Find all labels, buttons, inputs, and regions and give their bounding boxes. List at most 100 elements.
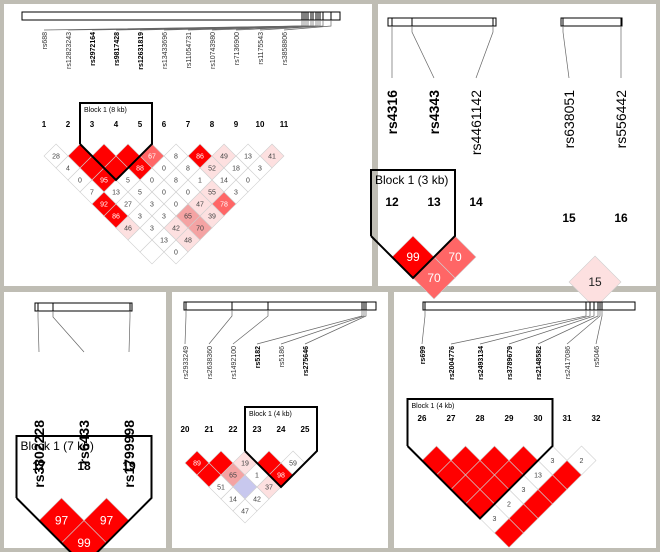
p5-snp-label-1: rs2933249 — [183, 346, 190, 379]
p4-ld-cell-1-3 — [61, 520, 107, 557]
p4-block-label: Block 1 (7 kb) — [21, 439, 94, 453]
p5-connector-5 — [280, 310, 365, 345]
p6-snp-label-4: rs3789679 — [507, 346, 514, 380]
p4-snp-label-3: rs1799998 — [121, 420, 137, 488]
p2-connector-2 — [411, 26, 435, 79]
p1-ld-value-1-3: 4 — [66, 166, 70, 173]
p5-snp-label-2: rs2638360 — [207, 346, 214, 379]
p6-snp-index-1: 26 — [418, 414, 427, 423]
p4-connector-2 — [52, 311, 85, 353]
p1-ld-value-1-4: 0 — [78, 178, 82, 185]
p1-ld-value-5-11: 39 — [208, 214, 216, 221]
p1-ld-value-7-8: 86 — [196, 154, 204, 161]
p1-ld-value-4-6: 88 — [136, 166, 144, 173]
p2-snp-label-2: rs4343 — [426, 90, 442, 135]
p3-snp-index-2: 16 — [614, 211, 628, 225]
frame-vsplit-bottom-right — [388, 290, 394, 552]
p1-snp-label-10: rs1175543 — [258, 32, 265, 65]
p5-snp-label-4: rs5182 — [255, 346, 262, 368]
p1-ld-value-5-8: 8 — [174, 178, 178, 185]
p5-ld-value-3-6: 37 — [265, 485, 273, 492]
p5-snp-index-3: 22 — [229, 425, 238, 434]
p5-ld-cell-1-6 — [232, 498, 258, 524]
p4-snp-index-3: 19 — [122, 459, 136, 473]
p6-connector-5 — [537, 310, 599, 345]
p5-ld-value-1-4: 51 — [217, 485, 225, 492]
frame-vsplit-bottom-left — [166, 290, 172, 552]
p1-ld-value-3-10: 42 — [172, 226, 180, 233]
p1-chromosome-bar — [21, 11, 341, 21]
p1-ld-value-1-6: 92 — [100, 202, 108, 209]
p6-ld-value-5-6: 3 — [551, 458, 555, 465]
p6-ld-value-4-6: 13 — [534, 473, 542, 480]
p4-connector-1 — [37, 311, 40, 353]
p1-block-label: Block 1 (8 kb) — [84, 107, 127, 114]
p1-ld-value-1-2: 28 — [52, 154, 60, 161]
p6-snp-index-3: 28 — [476, 414, 485, 423]
p1-ld-value-2-10: 13 — [160, 238, 168, 245]
p5-snp-label-6: rs275646 — [303, 346, 310, 376]
p1-ld-value-9-10: 13 — [244, 154, 252, 161]
p6-snp-label-3: rs2493134 — [478, 346, 485, 380]
p1-ld-value-5-9: 0 — [186, 190, 190, 197]
p2-ld-value-1-2: 99 — [406, 250, 420, 264]
p6-snp-index-2: 27 — [447, 414, 456, 423]
p1-ld-value-3-9: 3 — [162, 214, 166, 221]
p1-snp-index-11: 11 — [280, 120, 289, 129]
p1-ld-value-6-9: 1 — [198, 178, 202, 185]
p6-connector-1 — [421, 310, 426, 345]
p1-ld-value-6-7: 8 — [174, 154, 178, 161]
p5-snp-index-4: 23 — [253, 425, 262, 434]
p5-ld-value-1-6: 47 — [241, 509, 249, 516]
p3-snp-label-1: rs638051 — [561, 90, 577, 149]
p1-snp-label-7: rs11054731 — [186, 32, 193, 69]
p1-snp-index-9: 9 — [234, 120, 239, 129]
p1-snp-label-5: rs12631819 — [138, 32, 145, 70]
p1-ld-value-4-8: 0 — [162, 190, 166, 197]
p1-ld-value-5-10: 47 — [196, 202, 204, 209]
frame-vsplit-top — [372, 0, 378, 290]
p2-block-label: Block 1 (3 kb) — [375, 173, 448, 187]
p6-snp-label-5: rs2148582 — [536, 346, 543, 380]
p5-snp-index-6: 25 — [301, 425, 310, 434]
p1-ld-value-9-11: 3 — [258, 166, 262, 173]
p4-snp-index-2: 18 — [77, 459, 91, 473]
p1-ld-value-8-9: 49 — [220, 154, 228, 161]
frame-left — [0, 0, 4, 552]
p1-ld-cell-2-11 — [163, 239, 189, 265]
p2-connector-3 — [475, 26, 494, 79]
p2-snp-index-3: 14 — [469, 195, 483, 209]
p1-snp-label-6: rs13433696 — [162, 32, 169, 69]
p1-ld-value-5-7: 0 — [162, 166, 166, 173]
p1-ld-value-8-10: 18 — [232, 166, 240, 173]
p6-connector-7 — [595, 310, 603, 345]
p1-snp-index-6: 6 — [162, 120, 167, 129]
p1-snp-label-8: rs10743980 — [210, 32, 217, 69]
p6-snp-index-7: 32 — [592, 414, 601, 423]
p1-ld-value-4-7: 0 — [150, 178, 154, 185]
p2-ld-value-2-3: 70 — [448, 250, 462, 264]
p6-ld-value-3-6: 3 — [522, 487, 526, 494]
p5-snp-label-5: rs5186 — [279, 346, 286, 368]
p1-ld-value-6-11: 78 — [220, 202, 228, 209]
p6-ld-value-2-6: 2 — [507, 502, 511, 509]
p3-snp-index-1: 15 — [562, 211, 576, 225]
p6-snp-index-5: 30 — [534, 414, 543, 423]
p1-ld-value-8-11: 0 — [246, 178, 250, 185]
p6-snp-label-7: rs5046 — [594, 346, 601, 368]
p5-haplotype-block — [244, 406, 318, 489]
p1-snp-label-3: rs2972164 — [90, 32, 97, 66]
p1-snp-index-3: 3 — [90, 120, 95, 129]
p1-ld-value-2-8: 3 — [138, 214, 142, 221]
p4-ld-value-2-3: 97 — [100, 514, 114, 528]
p1-ld-value-3-8: 3 — [150, 202, 154, 209]
p1-snp-index-8: 8 — [210, 120, 215, 129]
p4-snp-index-1: 17 — [32, 459, 46, 473]
p1-ld-value-6-8: 8 — [186, 166, 190, 173]
p1-ld-value-5-6: 67 — [148, 154, 156, 161]
p2-haplotype-block — [370, 169, 456, 280]
p5-ld-value-2-6: 42 — [253, 497, 261, 504]
p1-ld-value-2-11: 0 — [174, 250, 178, 257]
p3-connector-1 — [562, 26, 570, 79]
